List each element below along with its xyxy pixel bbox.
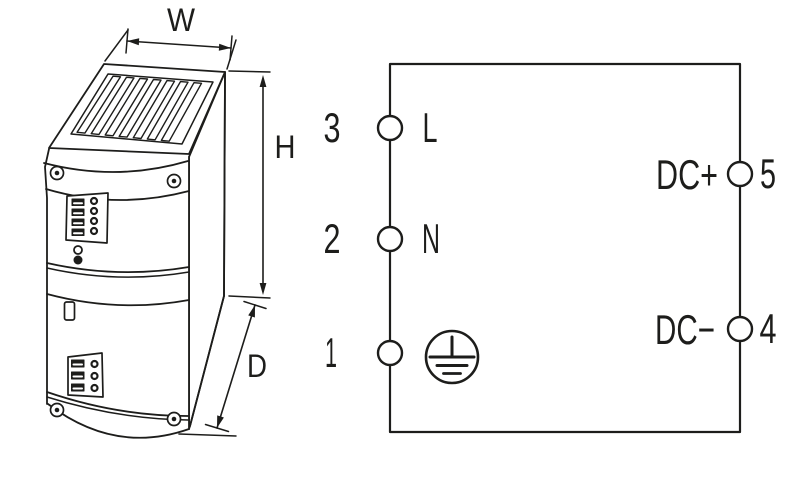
led-icon bbox=[73, 245, 83, 255]
arrowhead bbox=[127, 38, 140, 46]
screw-icon bbox=[166, 411, 182, 427]
terminal-3-label: L bbox=[423, 104, 438, 151]
extension-line bbox=[228, 295, 271, 299]
bottom-cap bbox=[46, 391, 189, 427]
dimension-d-label: D bbox=[247, 348, 267, 384]
terminal-point bbox=[90, 371, 99, 381]
dc-plus-label: DC+ bbox=[656, 151, 718, 198]
terminal-4-number: 4 bbox=[760, 305, 777, 352]
middle-band bbox=[46, 262, 190, 307]
wiring-diagram: 3 L 2 N 1 DC+ 5 bbox=[324, 62, 777, 434]
vent-slot bbox=[132, 79, 176, 140]
dc-minus-label: DC− bbox=[655, 306, 715, 353]
arrowhead bbox=[218, 43, 231, 51]
terminal-1-number: 1 bbox=[325, 329, 337, 376]
arrowhead bbox=[259, 283, 267, 295]
dip-switch bbox=[71, 218, 85, 226]
terminal-3-number: 3 bbox=[324, 104, 341, 151]
vent-slot bbox=[146, 80, 189, 141]
psu-outline-box bbox=[388, 62, 742, 434]
dimension-h-label: H bbox=[275, 129, 296, 165]
lower-connector-panel bbox=[67, 352, 104, 398]
terminal-point bbox=[89, 216, 99, 226]
dip-switch bbox=[71, 383, 85, 392]
dip-switch bbox=[71, 371, 85, 380]
dimension-w-label: W bbox=[167, 2, 196, 38]
vent-slot bbox=[118, 78, 162, 138]
device-isometric-view: W H D bbox=[43, 2, 296, 439]
terminal-point bbox=[90, 383, 99, 393]
dimension-h: H bbox=[228, 70, 296, 299]
extension-line bbox=[228, 70, 271, 73]
screw-icon bbox=[49, 402, 65, 418]
vent-slot bbox=[160, 82, 203, 142]
terminal-point bbox=[89, 226, 99, 236]
upper-connector-panel bbox=[65, 192, 109, 244]
arrowhead bbox=[259, 75, 267, 87]
input-terminal-3: 3 L bbox=[324, 104, 438, 151]
extension-line bbox=[104, 29, 129, 62]
device-edges bbox=[44, 71, 226, 439]
terminal-3-circle bbox=[376, 114, 404, 142]
left-edge bbox=[44, 148, 50, 405]
terminal-5-number: 5 bbox=[760, 150, 776, 197]
led-icon bbox=[73, 255, 83, 265]
screw-icon bbox=[49, 165, 65, 181]
dip-switch bbox=[71, 228, 85, 236]
bottom-edge bbox=[47, 403, 190, 439]
dimension-w: W bbox=[104, 2, 237, 70]
terminal-1-circle bbox=[376, 339, 404, 367]
terminal-4-circle bbox=[726, 315, 754, 343]
protective-earth-icon bbox=[424, 329, 480, 385]
extension-line bbox=[178, 433, 237, 437]
dimension-w-line bbox=[126, 40, 232, 49]
input-terminal-2: 2 N bbox=[324, 215, 441, 262]
vent-slot bbox=[90, 76, 135, 136]
vent-slot-frame bbox=[70, 73, 214, 145]
screw-icon bbox=[166, 173, 182, 189]
band-curve bbox=[46, 262, 190, 274]
dip-switch bbox=[71, 359, 85, 368]
dip-switch bbox=[71, 208, 85, 216]
top-cap-lower-curve bbox=[45, 188, 190, 201]
mounting-slot bbox=[63, 301, 76, 321]
arrowhead bbox=[248, 305, 255, 318]
vent-slot bbox=[104, 77, 149, 137]
input-terminal-1: 1 bbox=[325, 329, 480, 385]
top-cap bbox=[43, 160, 190, 201]
vent-slot bbox=[76, 75, 122, 134]
dimension-d-line bbox=[216, 304, 256, 429]
band-curve bbox=[46, 267, 190, 278]
output-terminal-4: DC− 4 bbox=[655, 305, 777, 353]
indicator-leds bbox=[73, 245, 83, 265]
vent-slots bbox=[70, 73, 214, 145]
extension-line bbox=[226, 39, 237, 70]
terminal-2-number: 2 bbox=[324, 215, 341, 262]
band-curve bbox=[46, 293, 190, 307]
terminal-5-circle bbox=[726, 160, 754, 188]
dip-switch bbox=[71, 198, 85, 206]
dimension-d: D bbox=[178, 300, 267, 437]
rear-right-edge bbox=[189, 71, 226, 427]
arrowhead bbox=[217, 415, 224, 428]
terminal-2-circle bbox=[376, 225, 404, 253]
terminal-point bbox=[89, 206, 99, 216]
terminal-2-label: N bbox=[422, 215, 440, 262]
terminal-point bbox=[90, 359, 99, 369]
terminal-point bbox=[89, 196, 99, 206]
output-terminal-5: DC+ 5 bbox=[656, 150, 776, 198]
